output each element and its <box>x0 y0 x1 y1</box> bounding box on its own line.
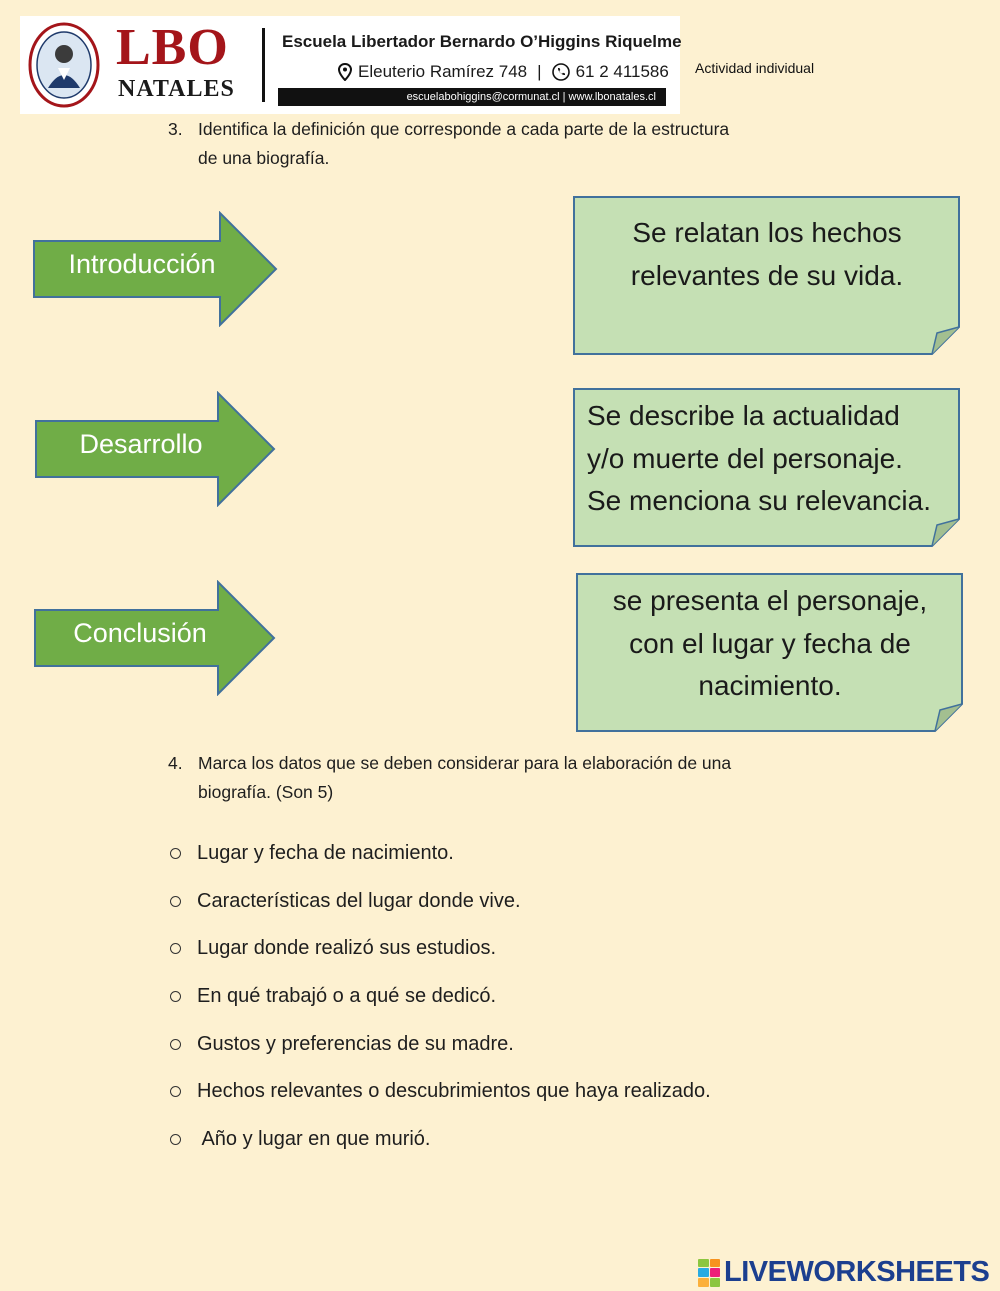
note-line: Se relatan los hechos <box>632 217 902 248</box>
definition-note-3[interactable]: se presenta el personaje, con el lugar y… <box>576 573 964 732</box>
arrow-introduccion[interactable]: Introducción <box>32 210 282 332</box>
note-line: Se menciona su relevancia. <box>587 485 931 516</box>
liveworksheets-logo[interactable]: LIVEWORKSHEETS <box>698 1256 990 1289</box>
option-label: Hechos relevantes o descubrimientos que … <box>197 1080 711 1102</box>
arrow-shape <box>35 390 276 508</box>
note-line: se presenta el personaje, <box>612 585 928 616</box>
arrow-label: Desarrollo <box>79 429 203 459</box>
note-shape <box>576 573 963 732</box>
option-label: Lugar donde realizó sus estudios. <box>197 937 497 959</box>
activity-label: Actividad individual <box>695 60 815 76</box>
option-item[interactable]: Hechos relevantes o descubrimientos que … <box>168 1080 711 1103</box>
school-contact-bar: escuelabohiggins@cormunat.cl | www.lbona… <box>278 88 666 106</box>
note-shape <box>573 196 960 355</box>
option-item[interactable]: En qué trabajó o a qué se dedicó. <box>168 985 496 1008</box>
checkbox-circle-icon[interactable] <box>170 896 181 907</box>
question-4-line-2: biografía. (Son 5) <box>198 782 334 802</box>
liveworksheets-brand: LIVEWORKSHEETS <box>724 1256 990 1288</box>
phone-icon <box>551 63 570 81</box>
checkbox-circle-icon[interactable] <box>170 1134 181 1145</box>
option-label: Lugar y fecha de nacimiento. <box>197 842 454 864</box>
arrow-conclusion[interactable]: Conclusión <box>33 579 283 701</box>
note-text: Se describe la actualidad y/o muerte del… <box>587 395 957 523</box>
note-line: y/o muerte del personaje. <box>587 442 903 474</box>
note-text: se presenta el personaje, con el lugar y… <box>576 580 964 708</box>
checkbox-circle-icon[interactable] <box>170 1086 181 1097</box>
school-name: Escuela Libertador Bernardo O’Higgins Ri… <box>282 32 682 51</box>
arrow-label: Conclusión <box>73 618 207 648</box>
phone-text: 61 2 411586 <box>575 62 669 81</box>
school-address: Eleuterio Ramírez 748 | 61 2 411586 <box>338 62 669 82</box>
arrow-shape <box>33 210 278 328</box>
arrow-shape <box>34 579 276 697</box>
address-text: Eleuterio Ramírez 748 <box>358 62 528 81</box>
note-line: relevantes de su vida. <box>630 259 904 291</box>
option-item[interactable]: Lugar donde realizó sus estudios. <box>168 937 496 960</box>
note-shape <box>573 388 960 547</box>
option-item[interactable]: Lugar y fecha de nacimiento. <box>168 842 454 865</box>
arrow-label: Introducción <box>68 249 216 279</box>
option-item[interactable]: Características del lugar donde vive. <box>168 890 521 913</box>
header-divider <box>262 28 265 102</box>
note-line: Se describe la actualidad <box>587 400 900 431</box>
address-separator: | <box>537 62 542 81</box>
question-3-text: Identifica la definición que corresponde… <box>198 115 848 173</box>
location-pin-icon <box>338 63 352 81</box>
school-header: LBO NATALES Escuela Libertador Bernardo … <box>20 16 682 114</box>
note-line: nacimiento. <box>698 670 842 701</box>
question-3-line-2: de una biografía. <box>198 148 330 168</box>
checkbox-circle-icon[interactable] <box>170 848 181 859</box>
question-4-number: 4. <box>168 753 183 773</box>
question-3-number: 3. <box>168 119 183 139</box>
option-item[interactable]: Gustos y preferencias de su madre. <box>168 1033 514 1056</box>
question-3-line-1: Identifica la definición que corresponde… <box>198 119 730 139</box>
liveworksheets-icon <box>698 1258 720 1287</box>
option-item[interactable]: Año y lugar en que murió. <box>168 1128 430 1151</box>
definition-note-2[interactable]: Se describe la actualidad y/o muerte del… <box>573 388 961 547</box>
arrow-desarrollo[interactable]: Desarrollo <box>34 390 284 512</box>
question-4-line-1: Marca los datos que se deben considerar … <box>198 753 732 773</box>
option-label: Características del lugar donde vive. <box>197 890 521 912</box>
school-seal-icon <box>28 22 100 108</box>
checkbox-circle-icon[interactable] <box>170 943 181 954</box>
checkbox-circle-icon[interactable] <box>170 1039 181 1050</box>
option-label: En qué trabajó o a qué se dedicó. <box>197 985 497 1007</box>
brand-lbo: LBO <box>116 19 229 76</box>
note-line: con el lugar y fecha de <box>629 627 911 659</box>
option-label: Año y lugar en que murió. <box>197 1128 431 1150</box>
option-label: Gustos y preferencias de su madre. <box>197 1033 514 1055</box>
question-4-text: Marca los datos que se deben considerar … <box>198 749 848 807</box>
brand-natales: NATALES <box>118 76 235 102</box>
definition-note-1[interactable]: Se relatan los hechos relevantes de su v… <box>573 196 961 355</box>
note-text: Se relatan los hechos relevantes de su v… <box>573 212 961 297</box>
checkbox-circle-icon[interactable] <box>170 991 181 1002</box>
